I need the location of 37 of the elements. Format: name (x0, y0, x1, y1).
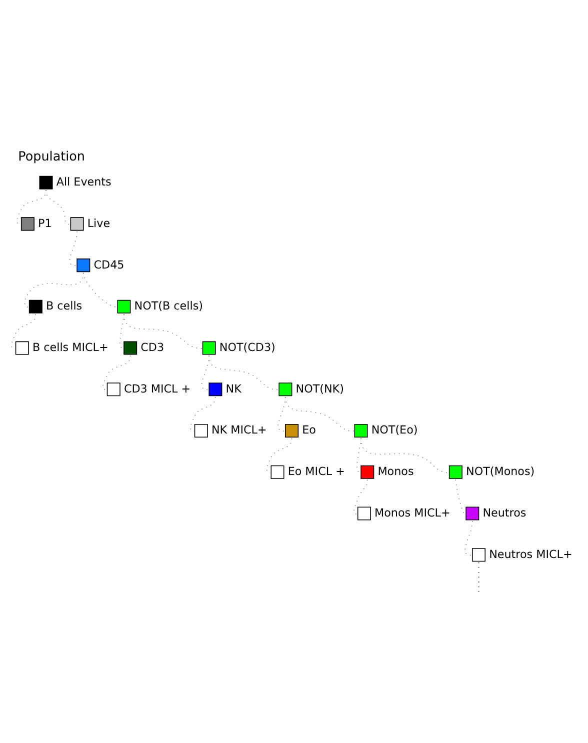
node-label: CD3 (140, 340, 164, 354)
node-label: CD3 MICL + (124, 382, 191, 396)
connector (360, 438, 449, 473)
node-label: Monos (378, 465, 414, 478)
connector (190, 396, 216, 432)
connector (353, 479, 368, 514)
node-label: All Events (56, 176, 112, 189)
connector (455, 479, 466, 514)
node-label: NOT(CD3) (219, 340, 276, 354)
connector (11, 314, 36, 349)
node-label: Live (87, 216, 110, 230)
connector (46, 190, 70, 225)
node-label: Neutros MICL+ (489, 548, 572, 561)
node-label: NOT(Eo) (371, 424, 418, 437)
connector (24, 272, 84, 308)
node-label: CD45 (94, 258, 124, 272)
connector (285, 396, 354, 432)
connector (208, 355, 279, 390)
node-label: Neutros (482, 506, 526, 520)
node-label: Eo (302, 424, 316, 437)
node-label: Monos MICL+ (374, 506, 450, 520)
node-label: B cells (46, 300, 82, 313)
node-label: Eo MICL + (288, 465, 345, 478)
node-label: NOT(Monos) (466, 465, 535, 478)
node-label: P1 (38, 216, 52, 230)
diagram-title: Population (18, 148, 86, 164)
connector (124, 314, 202, 349)
node-label: NK MICL+ (211, 424, 267, 437)
connector (69, 231, 78, 266)
connector (464, 520, 473, 556)
node-label: NK (226, 382, 242, 396)
connector (83, 272, 118, 308)
node-label: B cells MICL+ (32, 340, 108, 354)
node-label: NOT(B cells) (134, 300, 203, 313)
connector (266, 438, 292, 473)
node-label: NOT(NK) (296, 382, 344, 396)
connector (102, 355, 131, 390)
